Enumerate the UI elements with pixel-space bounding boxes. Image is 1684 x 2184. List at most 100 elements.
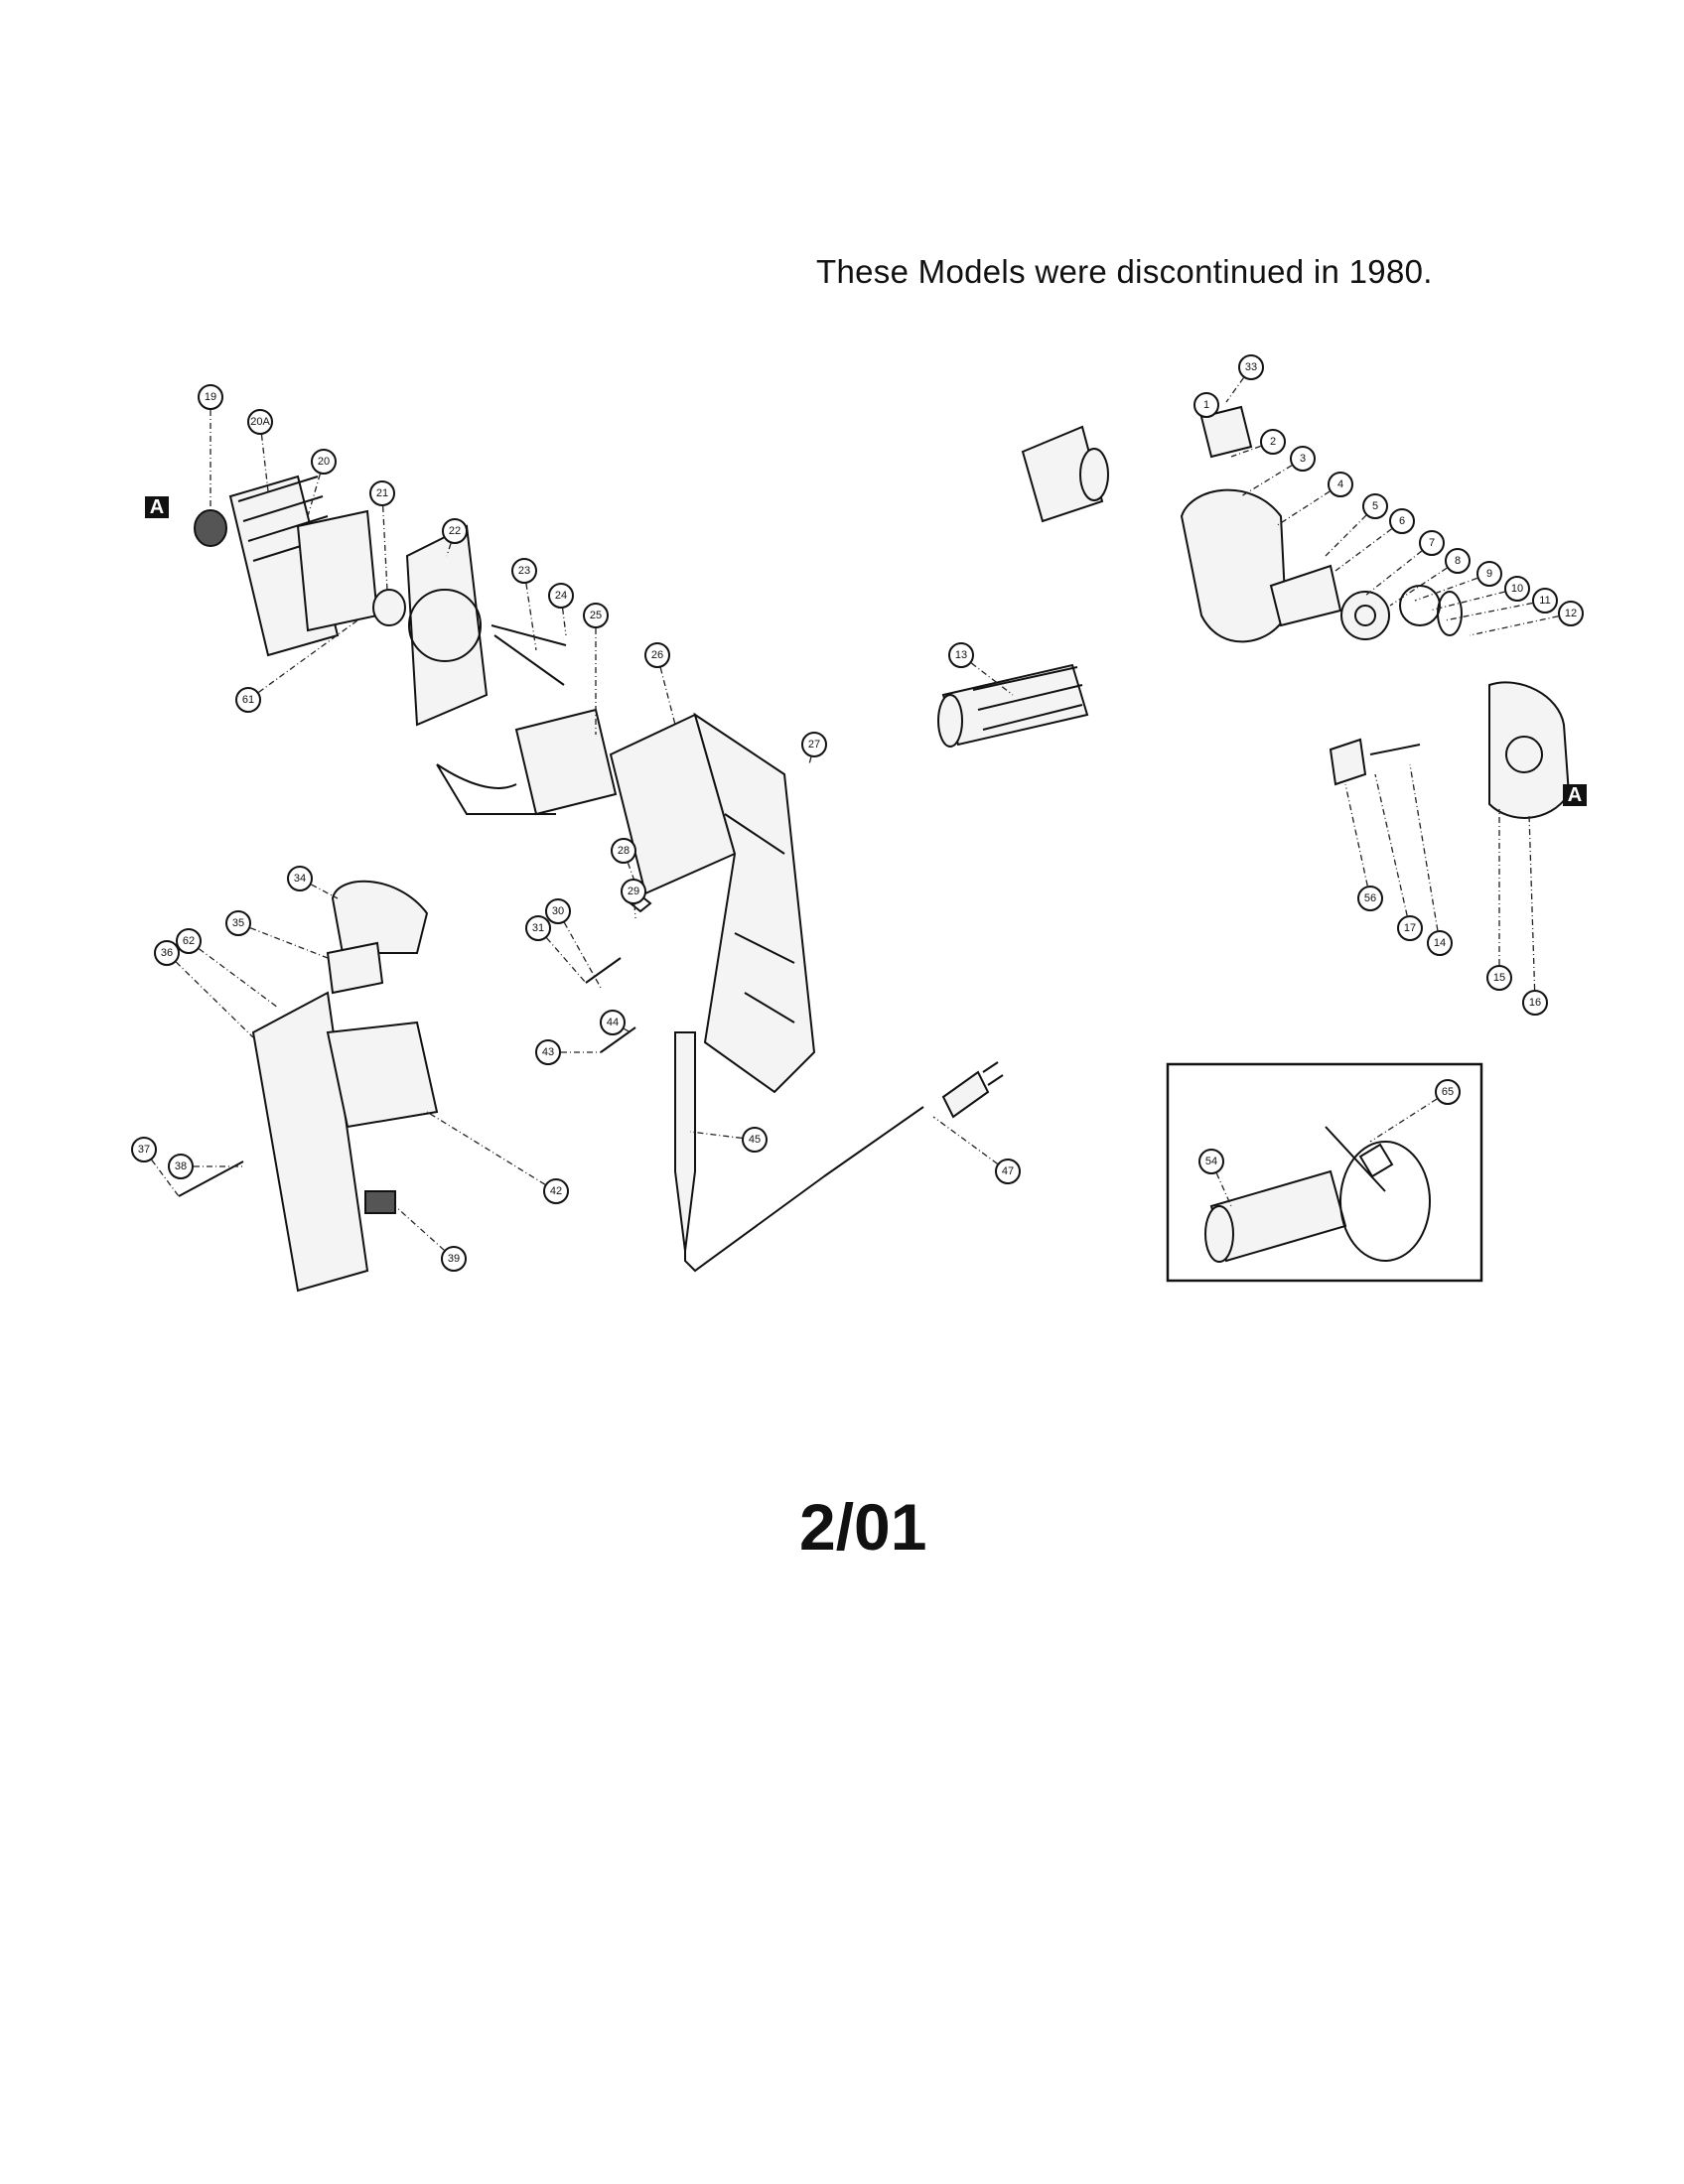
armature-assembly — [194, 475, 406, 657]
callout-number: 62 — [183, 935, 195, 947]
callout-number: 34 — [294, 873, 306, 885]
side-handle — [937, 663, 1089, 748]
callout-number: 25 — [590, 610, 602, 621]
callout-45: 45 — [742, 1127, 768, 1153]
callout-number: 11 — [1539, 595, 1550, 607]
callout-number: 56 — [1364, 892, 1376, 904]
callout-61: 61 — [235, 687, 261, 713]
callout-11: 11 — [1532, 588, 1558, 614]
callout-16: 16 — [1522, 990, 1548, 1016]
callout-labels: 1920A20212223242526272829303134353662613… — [131, 354, 1584, 1272]
leader-line — [1389, 560, 1459, 607]
callout-44: 44 — [600, 1010, 626, 1035]
leader-line — [394, 1205, 455, 1260]
callout-4: 4 — [1328, 472, 1353, 497]
callout-43: 43 — [535, 1039, 561, 1065]
leader-line — [1225, 366, 1252, 403]
callout-number: 9 — [1486, 568, 1492, 580]
gear-housing-cover — [1329, 681, 1571, 819]
callout-24: 24 — [548, 583, 574, 609]
callout-number: 47 — [1002, 1165, 1014, 1177]
callout-28: 28 — [611, 838, 636, 864]
callout-39: 39 — [441, 1246, 467, 1272]
callout-number: 19 — [205, 391, 216, 403]
leader-line — [299, 878, 339, 899]
callout-35: 35 — [225, 910, 251, 936]
callout-number: 38 — [175, 1160, 187, 1172]
callout-20: 20 — [311, 449, 337, 475]
callout-number: 3 — [1300, 453, 1306, 465]
callout-number: 42 — [550, 1185, 562, 1197]
leader-line — [1409, 763, 1441, 944]
callout-10: 10 — [1504, 576, 1530, 602]
leader-line — [1374, 773, 1411, 929]
leader-line — [1325, 505, 1376, 557]
callout-37: 37 — [131, 1137, 157, 1162]
callout-number: 35 — [232, 917, 244, 929]
callout-42: 42 — [543, 1178, 569, 1204]
callout-number: 15 — [1493, 972, 1505, 984]
leader-line — [1210, 1160, 1232, 1207]
callout-number: 1 — [1203, 399, 1209, 411]
callout-number: 6 — [1399, 515, 1405, 527]
callout-23: 23 — [511, 558, 537, 584]
callout-22: 22 — [442, 518, 468, 544]
side-handle-inset — [1166, 1062, 1483, 1283]
callout-number: 54 — [1205, 1156, 1217, 1167]
gear-case — [1180, 405, 1463, 643]
leader-line — [259, 421, 269, 492]
leader-line — [381, 492, 388, 592]
leader-line — [1334, 520, 1403, 572]
leader-line — [960, 654, 1014, 696]
callout-number: 24 — [555, 590, 567, 602]
callout-number: 8 — [1455, 555, 1461, 567]
leader-line — [1369, 1091, 1449, 1143]
switch-and-handle — [251, 880, 439, 1293]
callout-29: 29 — [621, 879, 646, 904]
callout-27: 27 — [801, 732, 827, 757]
callout-19: 19 — [198, 384, 223, 410]
callout-30: 30 — [545, 898, 571, 924]
callout-number: 31 — [532, 922, 544, 934]
callout-62: 62 — [176, 928, 202, 954]
callout-36: 36 — [154, 940, 180, 966]
callout-number: 65 — [1442, 1086, 1454, 1098]
motor-housing — [609, 712, 816, 1094]
callout-number: 27 — [808, 739, 820, 751]
callout-number: 45 — [749, 1134, 761, 1146]
svg-text:A: A — [150, 496, 164, 518]
callout-number: 13 — [955, 649, 967, 661]
callout-number: 16 — [1529, 997, 1541, 1009]
callout-number: 23 — [518, 565, 530, 577]
leader-line — [426, 1111, 557, 1192]
svg-text:A: A — [1568, 784, 1582, 806]
callout-14: 14 — [1427, 930, 1453, 956]
leader-line — [166, 952, 254, 1038]
callout-number: 20A — [250, 416, 270, 428]
leader-line — [557, 910, 602, 989]
leader-line — [1344, 783, 1371, 899]
callout-47: 47 — [995, 1159, 1021, 1184]
callout-21: 21 — [369, 480, 395, 506]
leader-line — [932, 1116, 1009, 1172]
leader-line — [1469, 613, 1572, 636]
callout-number: 28 — [618, 845, 630, 857]
callout-12: 12 — [1558, 601, 1584, 626]
leader-line — [1444, 600, 1546, 621]
callout-1: 1 — [1193, 392, 1219, 418]
callout-number: 12 — [1565, 608, 1577, 619]
callout-17: 17 — [1397, 915, 1423, 941]
callout-number: 10 — [1511, 583, 1523, 595]
callout-number: 61 — [242, 694, 254, 706]
callout-number: 4 — [1337, 478, 1343, 490]
discontinued-notice: These Models were discontinued in 1980. — [816, 253, 1433, 290]
reference-box-a-left: A — [145, 496, 169, 518]
callout-number: 37 — [138, 1144, 150, 1156]
callout-number: 22 — [449, 525, 461, 537]
callout-number: 29 — [628, 886, 639, 897]
callout-34: 34 — [287, 866, 313, 891]
callout-9: 9 — [1476, 561, 1502, 587]
callout-33: 33 — [1238, 354, 1264, 380]
callout-number: 21 — [376, 487, 388, 499]
callout-56: 56 — [1357, 886, 1383, 911]
